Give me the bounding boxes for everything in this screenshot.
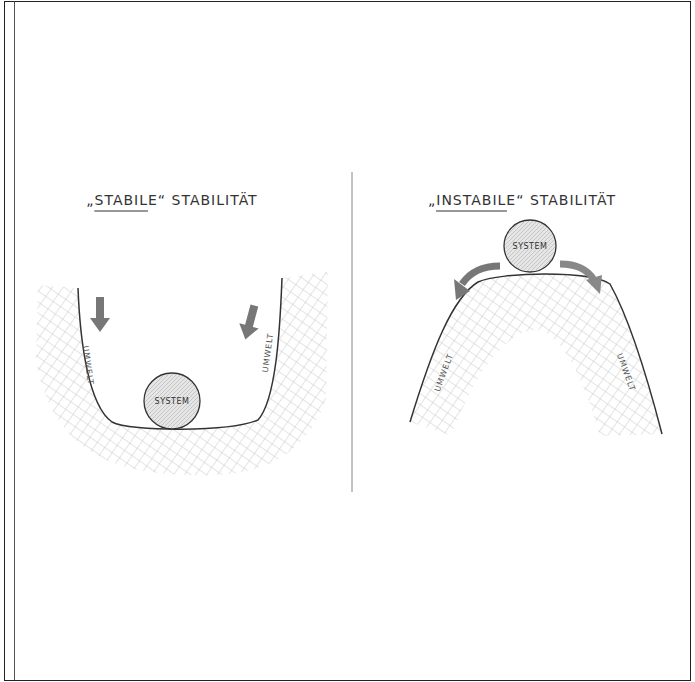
system-ball: SYSTEM [143, 372, 201, 430]
panel-heading: „INSTABILE“ STABILITÄT [428, 192, 616, 208]
arrow-down [90, 297, 110, 332]
hill-line [410, 274, 662, 434]
system-label: SYSTEM [513, 242, 548, 251]
arrow-away [462, 266, 500, 284]
arrow-head [586, 275, 602, 294]
environment-hatch [36, 272, 328, 475]
valley-line [78, 278, 282, 429]
arrow-head [454, 279, 470, 300]
heading-underline [94, 210, 148, 211]
arrow-down [236, 303, 264, 342]
arrow-away [560, 264, 594, 280]
frame [5, 2, 691, 681]
heading-underline [436, 210, 507, 211]
system-label: SYSTEM [155, 397, 190, 406]
environment-hatch [410, 274, 662, 436]
frame-line [14, 2, 15, 681]
panel-heading: „STABILE“ STABILITÄT [86, 192, 257, 208]
panel-divider [352, 172, 353, 492]
system-ball: SYSTEM [503, 219, 557, 273]
environment-label: UMWELT [261, 332, 275, 373]
